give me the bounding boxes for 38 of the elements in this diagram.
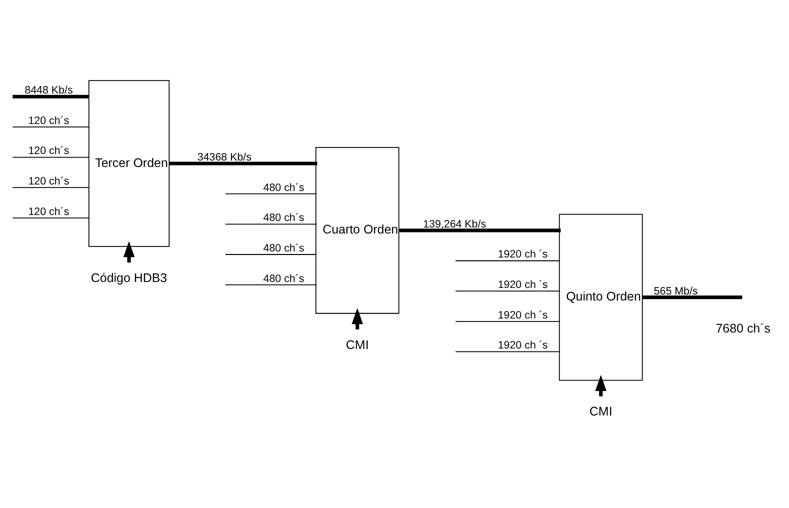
node-box: Quinto Orden — [558, 213, 643, 380]
edge-label: 120 ch´s — [28, 205, 70, 218]
edge-label: 139,264 Kb/s — [423, 218, 486, 230]
node-text: Código HDB3 — [90, 270, 168, 284]
edge-label: 1920 ch ´s — [498, 278, 548, 291]
edge-label: 565 Mb/s — [654, 284, 698, 297]
edge-label: 1920 ch ´s — [498, 308, 548, 321]
node-box: Cuarto Orden — [315, 146, 400, 314]
edge-label: 120 ch´s — [28, 175, 70, 188]
node-text: CMI — [589, 404, 612, 418]
edge-label: 480 ch´s — [263, 181, 304, 194]
connector — [642, 295, 742, 299]
connector — [12, 126, 90, 127]
connector — [224, 284, 317, 285]
edge-label: 120 ch´s — [28, 114, 70, 126]
edge-label: 1920 ch ´s — [498, 339, 548, 352]
label: 7680 ch´s — [716, 321, 771, 336]
connector — [224, 192, 317, 194]
connector — [12, 156, 90, 158]
connector — [12, 216, 90, 218]
connector — [169, 161, 318, 165]
edge-label: 120 ch´s — [28, 144, 70, 157]
edge-label: 34368 Kb/s — [197, 150, 252, 163]
connector — [12, 186, 90, 188]
connector — [455, 350, 560, 352]
connector — [12, 94, 89, 98]
edge-label: 480 ch´s — [263, 212, 304, 224]
edge-label: 480 ch´s — [263, 242, 304, 254]
edge-label: 480 ch´s — [263, 272, 304, 284]
connector — [455, 290, 560, 292]
node-box: Tercer Orden — [88, 80, 170, 246]
node-text: CMI — [346, 337, 369, 352]
connector — [399, 228, 561, 232]
connector — [455, 320, 560, 322]
connector — [455, 260, 560, 261]
edge-label: 8448 Kb/s — [24, 84, 73, 96]
connector — [224, 223, 317, 224]
edge-label: 1920 ch ´s — [498, 248, 548, 260]
